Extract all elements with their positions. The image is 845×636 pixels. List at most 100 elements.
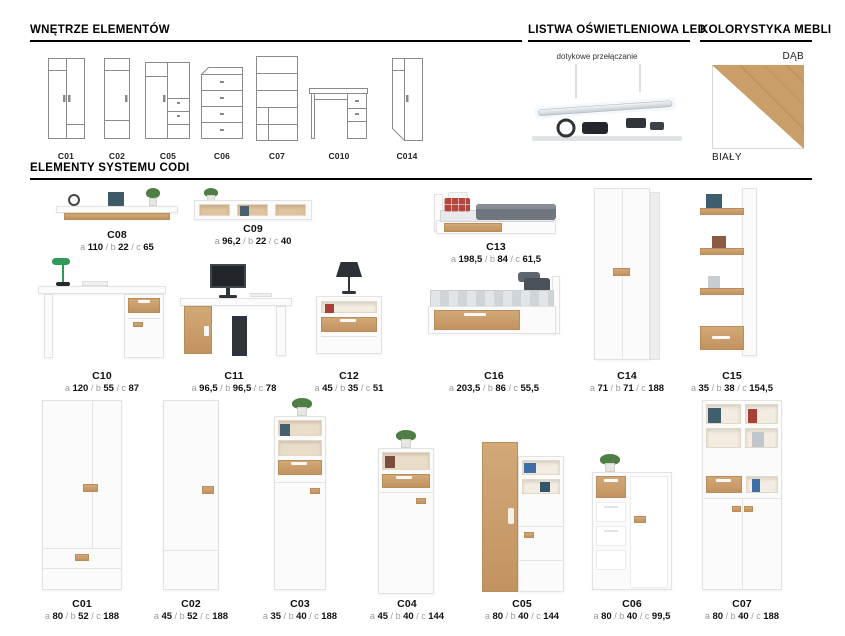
product-code: C01: [72, 598, 92, 610]
product-caption: C04 a 45 / b 40 / c 144: [359, 598, 455, 622]
toy-decor: [752, 479, 760, 492]
product-code: C02: [181, 598, 201, 610]
connector-icon: [650, 122, 664, 130]
section-title-colors: KOLORYSTYKA MEBLI: [700, 24, 831, 42]
product-code: C16: [484, 370, 504, 382]
product-photo-c08: [52, 184, 182, 228]
product-dimensions: a 203,5 / b 86 / c 55,5: [448, 383, 540, 394]
product-dimensions: a 80 / b 40 / c 99,5: [593, 611, 671, 622]
section-title-interiors: WNĘTRZE ELEMENTÓW: [30, 24, 522, 42]
pc-tower-decor: [232, 316, 247, 356]
wireframe-drawing: [256, 56, 298, 141]
wireframe-drawing: [104, 58, 130, 139]
color-swatch: [712, 65, 804, 149]
keyboard-decor: [250, 293, 272, 297]
pillow-decor: [524, 278, 550, 292]
wireframe-code: C06: [213, 151, 231, 161]
product-dimensions: a 45 / b 40 / c 144: [369, 611, 445, 622]
wireframe-item-c05: C05: [142, 54, 194, 161]
wireframe-drawing: [392, 58, 423, 141]
wireframe-item-c02: C02: [96, 54, 138, 161]
product-caption: C09 a 96,2 / b 22 / c 40: [192, 223, 314, 247]
led-driver-icon: [582, 122, 608, 134]
wireframe-item-c010: C010: [306, 54, 372, 161]
product-dimensions: a 96,5 / b 96,5 / c 78: [191, 383, 277, 394]
plaid-pillow-decor: [444, 198, 470, 212]
product-caption: C05 a 80 / b 40 / c 144: [474, 598, 570, 622]
wireframe-drawing: [309, 88, 368, 139]
product-caption: C07 a 80 / b 40 / c 188: [694, 598, 790, 622]
product-code: C09: [243, 223, 263, 235]
product-caption: C10 a 120 / b 55 / c 87: [36, 370, 168, 394]
product-caption: C13 a 198,5 / b 84 / c 61,5: [432, 241, 560, 265]
monitor-decor: [210, 264, 246, 288]
wireframe-drawing: [48, 58, 85, 139]
product-dimensions: a 45 / b 35 / c 51: [314, 383, 384, 394]
product-dimensions: a 96,2 / b 22 / c 40: [214, 236, 292, 247]
product-code: C13: [486, 241, 506, 253]
clock-decor: [68, 194, 80, 206]
oak-color-label: DĄB: [782, 51, 804, 62]
product-dimensions: a 110 / b 22 / c 65: [80, 242, 154, 253]
wireframe-item-c014: C014: [382, 54, 432, 161]
wireframe-code: C07: [268, 151, 286, 161]
product-dimensions: a 80 / b 40 / c 144: [484, 611, 560, 622]
product-photo-c16: [426, 250, 562, 350]
product-photo-c14: [586, 184, 668, 364]
product-photo-c15: [692, 186, 772, 364]
product-caption: C14 a 71 / b 71 / c 188: [579, 370, 675, 394]
plant-decor: [292, 398, 312, 409]
books-decor: [708, 408, 721, 423]
product-photo-c04: [364, 430, 450, 594]
wireframe-code: C05: [159, 151, 177, 161]
product-caption: C16 a 203,5 / b 86 / c 55,5: [426, 370, 562, 394]
product-photo-c02: [146, 398, 236, 594]
product-caption: C03 a 35 / b 40 / c 188: [252, 598, 348, 622]
product-code: C08: [107, 229, 127, 241]
cable-coil-icon: [556, 118, 576, 138]
plant-decor: [204, 188, 218, 197]
wireframe-code: C014: [396, 151, 418, 161]
product-code: C03: [290, 598, 310, 610]
product-photo-c06: [584, 454, 680, 594]
product-dimensions: a 35 / b 40 / c 188: [262, 611, 338, 622]
product-code: C06: [622, 598, 642, 610]
product-photo-c09: [192, 188, 314, 222]
product-photo-c07: [694, 398, 790, 594]
mattress-decor: [430, 290, 554, 307]
product-code: C10: [92, 370, 112, 382]
section-title-elements: ELEMENTY SYSTEMU CODI: [30, 162, 812, 180]
plant-decor: [600, 454, 620, 465]
product-dimensions: a 80 / b 52 / c 188: [44, 611, 120, 622]
wireframe-code: C010: [328, 151, 350, 161]
wireframe-item-c06: C06: [196, 54, 248, 161]
product-caption: C02 a 45 / b 52 / c 188: [143, 598, 239, 622]
touch-switch-icon: [626, 118, 646, 128]
plant-decor: [396, 430, 416, 441]
product-caption: C12 a 45 / b 35 / c 51: [301, 370, 397, 394]
wireframe-item-c07: C07: [252, 54, 302, 161]
product-photo-c03: [258, 398, 342, 594]
plant-decor: [146, 188, 160, 198]
white-color-label: BIAŁY: [712, 152, 742, 163]
keyboard-decor: [82, 281, 108, 286]
product-caption: C11 a 96,5 / b 96,5 / c 78: [174, 370, 294, 394]
wireframe-code: C02: [108, 151, 126, 161]
product-code: C11: [224, 370, 244, 382]
led-photo: [532, 64, 682, 141]
product-code: C07: [732, 598, 752, 610]
product-dimensions: a 80 / b 40 / c 188: [704, 611, 780, 622]
product-dimensions: a 71 / b 71 / c 188: [589, 383, 665, 394]
product-code: C12: [339, 370, 359, 382]
product-code: C14: [617, 370, 637, 382]
wireframe-drawing: [145, 62, 190, 139]
wireframe-code: C01: [57, 151, 75, 161]
product-dimensions: a 35 / b 38 / c 154,5: [690, 383, 774, 394]
product-photo-c11: [174, 246, 294, 362]
product-caption: C06 a 80 / b 40 / c 99,5: [584, 598, 680, 622]
product-code: C04: [397, 598, 417, 610]
wireframe-drawing: [200, 67, 243, 139]
product-photo-c13: [432, 178, 560, 240]
product-dimensions: a 198,5 / b 84 / c 61,5: [450, 254, 542, 265]
product-dimensions: a 120 / b 55 / c 87: [64, 383, 140, 394]
